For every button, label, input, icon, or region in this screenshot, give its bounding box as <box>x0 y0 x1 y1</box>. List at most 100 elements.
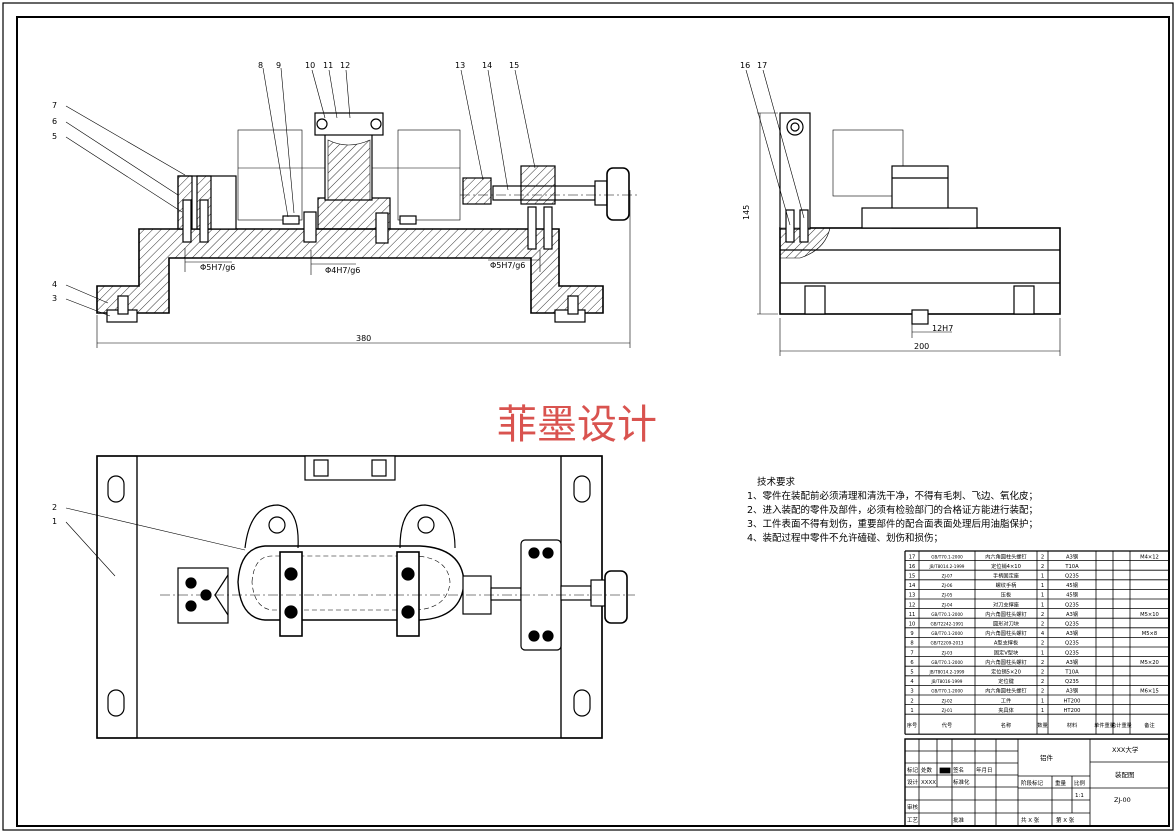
front-view-labels: 7 6 5 4 3 8 9 10 11 12 13 14 15 Φ5H7/g6 … <box>52 61 525 343</box>
tb-scale: 1:1 <box>1075 793 1084 799</box>
bom-cell: 11 <box>909 612 916 618</box>
bom-cell: A3钢 <box>1066 610 1078 618</box>
bom-cell: 45钢 <box>1066 591 1078 599</box>
bom-cell: 2 <box>1041 564 1044 570</box>
bom-cell: 3 <box>910 689 913 695</box>
bom-cell: M5×20 <box>1140 660 1159 666</box>
side-view <box>745 69 1061 356</box>
bom-cell: 2 <box>1041 670 1044 676</box>
tech-item-4: 4、装配过程中零件不允许磕碰、划伤和损伤； <box>747 533 944 544</box>
bom-cell: 7 <box>910 650 913 656</box>
balloon-8: 8 <box>258 61 263 70</box>
balloon-16: 16 <box>740 61 750 70</box>
bom-cell: A3钢 <box>1066 552 1078 560</box>
tb-sign-label: 签名 <box>953 766 964 774</box>
bom-cell: GB/T70.1-2000 <box>931 660 963 665</box>
tb-school: XXX大学 <box>1112 745 1139 754</box>
bom-cell: JB/T8014.2-1999 <box>929 670 965 675</box>
bom-cell: 2 <box>1041 641 1044 647</box>
tb-mark-label: 标记 <box>907 766 919 774</box>
bom-cell: A型支撑板 <box>994 639 1019 647</box>
tech-item-2: 2、进入装配的零件及部件，必须有检验部门的合格证方能进行装配； <box>747 505 1039 516</box>
bom-cell: Q235 <box>1065 602 1079 608</box>
bom-cell: 45钢 <box>1066 581 1078 589</box>
balloon-5: 5 <box>52 132 57 141</box>
bom-cell: M4×12 <box>1140 554 1159 560</box>
tb-process-label: 工艺 <box>907 817 919 824</box>
bom-cell: 4 <box>1041 631 1045 637</box>
title-block <box>904 738 1170 827</box>
bom-cell: Q235 <box>1065 574 1079 580</box>
bom-cell: 1 <box>1041 650 1044 656</box>
bom-cell: 1 <box>1041 708 1044 714</box>
bom-header: 备注 <box>1144 721 1154 729</box>
bom-cell: ZJ-05 <box>942 593 953 598</box>
bom-cell: 10 <box>909 622 916 628</box>
bom-cell: JB/T8014.2-1999 <box>929 564 965 569</box>
fit-label-center: Φ4H7/g6 <box>325 266 360 275</box>
bom-cell: 16 <box>909 564 916 570</box>
bom-cell: M5×8 <box>1142 631 1157 637</box>
bom-header: 总计重量 <box>1111 721 1132 729</box>
bom-header: 名称 <box>1001 721 1011 729</box>
tb-designer: XXXX <box>921 780 936 786</box>
bom-cell: 13 <box>909 593 916 599</box>
tb-weight-label: 重量 <box>1055 779 1067 787</box>
bom-cell: GB/T70.1-2000 <box>931 689 963 694</box>
tb-sheets-total: 共 X 张 <box>1021 816 1040 824</box>
bom-cell: 1 <box>1041 698 1044 704</box>
bom-cell: 圆形对刀块 <box>993 620 1020 628</box>
bom-cell: 2 <box>1041 554 1044 560</box>
bom-cell: ZJ-03 <box>942 650 953 655</box>
tb-material: 铝件 <box>1040 753 1054 762</box>
bom-cell: A3钢 <box>1066 629 1078 637</box>
bom-header: 代号 <box>942 721 952 729</box>
title-block-text: 铝件 XXX大学 装配图 ZJ-00 阶段标记 重量 比例 1:1 共 X 张 … <box>907 745 1139 824</box>
watermark: 菲墨设计 <box>497 402 657 448</box>
tb-stage-label: 阶段标记 <box>1021 779 1044 787</box>
dim-width: 200 <box>914 342 929 351</box>
bom-cell: GB/T70.1-2000 <box>931 631 963 636</box>
bom-cell: M6×15 <box>1140 689 1159 695</box>
dim-length: 380 <box>356 334 371 343</box>
bom-cell: HT200 <box>1064 698 1081 704</box>
bom-cell: T10A <box>1064 670 1079 676</box>
bom-cell: 1 <box>1041 574 1044 580</box>
tb-standardize-label: 标准化 <box>953 778 970 786</box>
bom-cell: 2 <box>1041 622 1044 628</box>
balloon-4: 4 <box>52 280 57 289</box>
balloon-14: 14 <box>482 61 492 70</box>
bom-cell: 夹具体 <box>998 706 1014 714</box>
balloon-2: 2 <box>52 503 57 512</box>
bom-cell: Q235 <box>1065 679 1079 685</box>
bom-cell: 2 <box>1041 612 1044 618</box>
bom-cell: 1 <box>1041 602 1044 608</box>
balloon-1: 1 <box>52 517 57 526</box>
tb-designer-label: 设计 <box>907 778 919 786</box>
tb-count-label: 处数 <box>921 766 933 774</box>
bom-cell: GB/T70.1-2000 <box>931 554 963 559</box>
bom-cell: 工件 <box>1001 696 1011 704</box>
top-view-labels: 2 1 <box>52 503 57 526</box>
bom-header: 序号 <box>907 721 917 729</box>
bom-cell: 螺纹手柄 <box>996 581 1017 589</box>
bom-cell: 内六角圆柱头螺钉 <box>985 658 1027 666</box>
bom-cell: 内六角圆柱头螺钉 <box>985 552 1027 560</box>
dim-key: 12H7 <box>932 324 953 333</box>
bom-cell: 2 <box>1041 679 1044 685</box>
tb-date-label: 年月日 <box>976 766 993 774</box>
tb-drawing-name: 装配图 <box>1115 770 1135 779</box>
bom-cell: 5 <box>910 670 913 676</box>
bom-cell: 17 <box>909 554 916 560</box>
bom-cell: 压板 <box>1001 591 1012 599</box>
bom-header: 材料 <box>1067 721 1077 729</box>
bom-cell: 2 <box>1041 660 1044 666</box>
bom-cell: 内六角圆柱头螺钉 <box>985 687 1027 695</box>
tech-title: 技术要求 <box>757 477 796 488</box>
balloon-15: 15 <box>509 61 519 70</box>
bom-cell: GB/T70.1-2000 <box>931 612 963 617</box>
bom-cell: 12 <box>909 602 916 608</box>
bom-cell: 14 <box>909 583 916 589</box>
